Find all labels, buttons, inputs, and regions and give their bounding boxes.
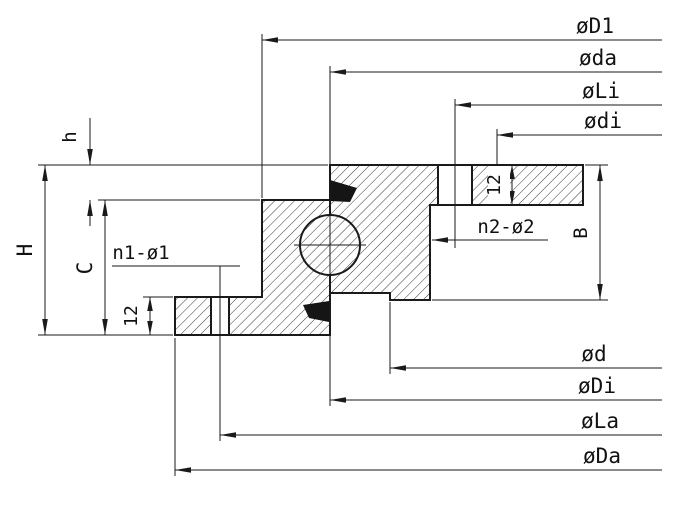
- label-bolt-pattern-n2: n2-ø2: [477, 216, 534, 238]
- label-height-C: C: [73, 262, 97, 275]
- arrow-la: [220, 432, 236, 438]
- label-thickness-top-backing: [488, 166, 510, 204]
- arrow-di-cap: [330, 397, 346, 403]
- arrow-d1: [262, 37, 278, 43]
- label-thickness-bottom: 12: [121, 305, 142, 327]
- inner-ring-section: [329, 164, 584, 301]
- outer-ring-section: [174, 199, 331, 336]
- arrow-li: [455, 102, 471, 108]
- arrow-H-bottom: [42, 319, 48, 335]
- inner-ring-outline: [329, 164, 584, 301]
- arrow-da-small: [330, 69, 346, 75]
- label-dia-da-small: øda: [579, 46, 617, 70]
- label-width-B: B: [570, 227, 592, 238]
- label-dia-d1: øD1: [576, 14, 614, 38]
- arrow-n2-leader: [432, 237, 448, 243]
- dimension-labels: øD1 øda øLi ødi ød øDi øLa øDa H C h 12 …: [13, 14, 622, 468]
- arrow-B-top: [597, 165, 603, 181]
- label-thickness-top: 12: [484, 174, 505, 196]
- arrow-H-top: [42, 165, 48, 181]
- label-dia-li: øLi: [582, 79, 620, 103]
- label-height-h: h: [59, 131, 81, 142]
- arrow-d: [390, 365, 406, 371]
- arrow-da-cap: [175, 467, 191, 473]
- arrow-di-small: [497, 132, 513, 138]
- label-dia-di-cap: øDi: [578, 374, 616, 398]
- label-height-H: H: [13, 244, 37, 257]
- seals: [303, 180, 357, 322]
- arrow-12t-bottom: [509, 191, 515, 205]
- label-dia-la: øLa: [581, 409, 619, 433]
- arrow-C-top: [102, 200, 108, 216]
- outer-ring-outline: [174, 199, 331, 336]
- outer-ring-hatch: [175, 200, 363, 335]
- label-bolt-pattern-n1: n1-ø1: [112, 242, 169, 264]
- bottom-seal: [303, 301, 329, 322]
- arrow-C-bottom: [102, 319, 108, 335]
- arrow-12b-top: [147, 297, 153, 311]
- arrow-12b-bottom: [147, 321, 153, 335]
- arrow-h-bottom: [87, 200, 93, 216]
- dimension-arrows: [42, 37, 603, 473]
- arrow-12t-top: [509, 165, 515, 179]
- label-dia-da-cap: øDa: [583, 444, 621, 468]
- top-seal: [330, 180, 357, 202]
- label-dia-d: ød: [581, 342, 606, 366]
- label-dia-di-small: ødi: [584, 109, 622, 133]
- arrow-B-bottom: [597, 284, 603, 300]
- arrow-h-top: [87, 149, 93, 165]
- section-hatching: [175, 165, 583, 335]
